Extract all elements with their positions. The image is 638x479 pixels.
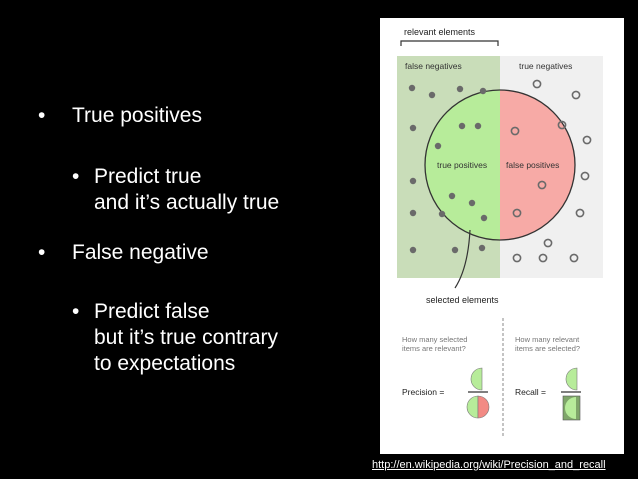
bullet-true-positives: True positives	[72, 104, 202, 127]
precision-question-line: How many selected	[402, 335, 467, 344]
sub-bullet-marker: •	[72, 165, 80, 188]
false-negatives-label: false negatives	[405, 61, 462, 71]
bullet-marker: •	[38, 104, 46, 127]
recall-label: Recall =	[515, 387, 546, 397]
false-negative-dots	[408, 84, 487, 254]
recall-numerator	[565, 367, 578, 391]
recall-question-line: How many relevant	[515, 335, 580, 344]
bullet-false-negative: False negative	[72, 241, 209, 264]
selected-pointer	[454, 229, 471, 289]
true-positives-region	[425, 90, 500, 240]
selected-elements-label: selected elements	[426, 295, 499, 305]
true-negative-rings	[512, 79, 592, 263]
sub-bullet-line: to expectations	[94, 352, 236, 375]
sub-bullet-line: Predict true	[94, 165, 202, 188]
true-negatives-label: true negatives	[519, 61, 572, 71]
false-positives-region	[500, 90, 575, 240]
precision-denominator-right	[477, 395, 490, 419]
sub-bullet-marker: •	[72, 300, 80, 323]
relevant-elements-label: relevant elements	[404, 27, 476, 37]
precision-numerator	[470, 367, 483, 391]
sub-bullet-line: Predict false	[94, 300, 210, 323]
diagram-svg: relevant elements false negatives true n…	[397, 27, 603, 438]
false-positive-rings	[510, 126, 547, 218]
recall-question-line: items are selected?	[515, 344, 580, 353]
selected-circle	[424, 89, 576, 241]
true-positive-dots	[434, 122, 488, 222]
sub-bullet-line: and it’s actually true	[94, 191, 280, 214]
recall-denominator-half	[565, 397, 576, 419]
bullet-marker: •	[38, 241, 46, 264]
relevant-bracket	[400, 40, 499, 46]
slide-text: • True positives • Predict true and it’s…	[38, 104, 280, 375]
precision-label: Precision =	[402, 387, 444, 397]
source-link[interactable]: http://en.wikipedia.org/wiki/Precision_a…	[372, 459, 606, 471]
precision-question-line: items are relevant?	[402, 344, 466, 353]
sub-bullet-line: but it’s true contrary	[94, 326, 279, 349]
precision-denominator-left	[466, 395, 479, 419]
precision-recall-diagram: relevant elements false negatives true n…	[380, 18, 624, 454]
false-positives-label: false positives	[506, 160, 559, 170]
true-positives-label: true positives	[437, 160, 487, 170]
